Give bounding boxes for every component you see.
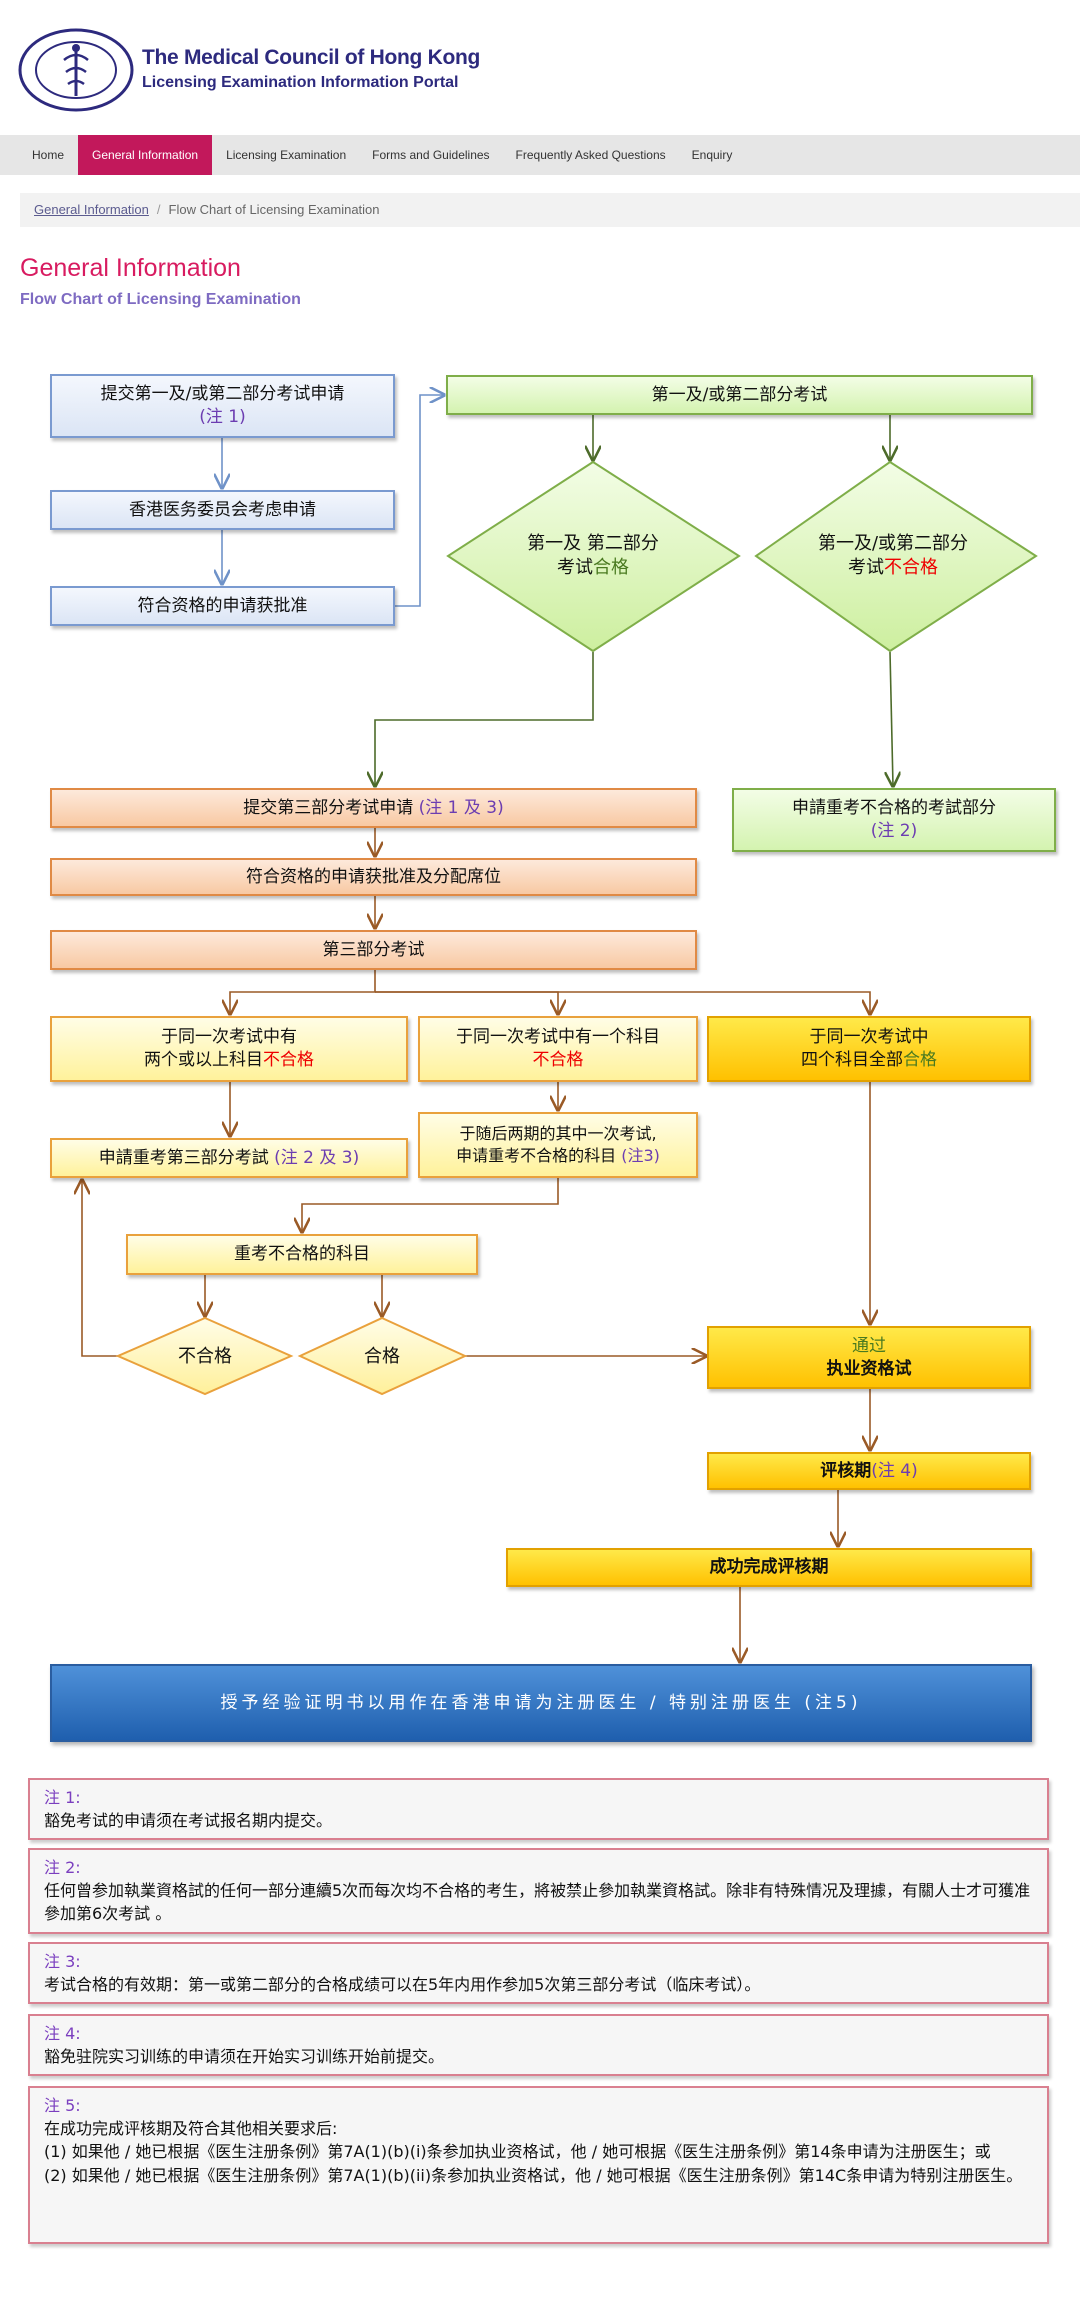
note-5-list: (1) 如果他 / 她已根据《医生注册条例》第7A(1)(b)(i)条参加执业资…	[44, 2140, 1033, 2186]
reapply-failed-part-note: (注 2)	[870, 821, 918, 841]
reapply-part3-note: (注 2 及 3)	[274, 1147, 360, 1168]
brand-subtitle[interactable]: Licensing Examination Information Portal	[142, 74, 459, 91]
breadcrumb-current: Flow Chart of Licensing Examination	[168, 202, 380, 217]
page-title: General Information	[20, 254, 241, 282]
note-1: 注 1: 豁免考试的申请须在考试报名期内提交。	[28, 1778, 1049, 1840]
pass-retake-label: 合格	[364, 1345, 400, 1367]
note-5-heading: 注 5:	[44, 2096, 81, 2115]
apply-part12-label: 提交第一及/或第二部分考试申请	[100, 384, 345, 405]
fail-p12-label: 第一及/或第二部分考试不合格	[817, 532, 969, 578]
breadcrumb: General Information / Flow Chart of Licens…	[20, 193, 1080, 227]
note-2-heading: 注 2:	[44, 1858, 81, 1877]
page-subtitle: Flow Chart of Licensing Examination	[20, 291, 301, 308]
breadcrumb-link-general-information[interactable]: General Information	[34, 202, 149, 217]
note-3: 注 3: 考试合格的有效期：第一或第二部分的合格成绩可以在5年内用作参加5次第三…	[28, 1942, 1049, 2004]
note-5-item-1: (1) 如果他 / 她已根据《医生注册条例》第7A(1)(b)(i)条参加执业资…	[44, 2142, 991, 2162]
nav-faq[interactable]: Frequently Asked Questions	[515, 148, 666, 162]
application-approved-label: 符合资格的申请获批准	[137, 595, 308, 616]
exam-part12-label: 第一及/或第二部分考试	[651, 384, 828, 405]
exam-part3-box: 第三部分考试	[50, 930, 697, 970]
note-5-body: 在成功完成评核期及符合其他相关要求后:	[44, 2119, 338, 2139]
assessment-period-label: 评核期	[820, 1460, 872, 1481]
reapply-part3-box: 申請重考第三部分考試 (注 2 及 3)	[50, 1138, 408, 1178]
medical-council-logo[interactable]	[18, 28, 138, 112]
complete-assessment-label: 成功完成评核期	[709, 1557, 829, 1578]
apply-part12-box: 提交第一及/或第二部分考试申请(注 1)	[50, 374, 395, 438]
note-2-body: 任何曾参加執業資格試的任何一部分連續5次而每次均不合格的考生，將被禁止參加執業資…	[44, 1881, 1031, 1924]
apply-part3-note: (注 1 及 3)	[418, 797, 504, 818]
fail-retake-diamond	[115, 1316, 294, 1396]
connector-blue	[222, 395, 444, 607]
pass-p12-label: 第一及 第二部分考试合格	[527, 532, 659, 578]
nav-home[interactable]: Home	[32, 148, 65, 162]
council-consider-label: 香港医务委员会考虑申请	[129, 499, 316, 520]
passed-licensing-box: 通过执业资格试	[707, 1326, 1031, 1389]
retake-subjects-box: 重考不合格的科目	[126, 1234, 478, 1275]
note-2: 注 2: 任何曾参加執業資格試的任何一部分連續5次而每次均不合格的考生，將被禁止…	[28, 1848, 1049, 1934]
breadcrumb-separator: /	[156, 202, 161, 217]
assessment-period-box: 评核期(注 4)	[707, 1452, 1031, 1490]
main-nav: Home General Information Licensing Exami…	[0, 135, 1080, 175]
note-5-item-2: (2) 如果他 / 她已根据《医生注册条例》第7A(1)(b)(ii)条参加执业…	[44, 2165, 1023, 2185]
nav-forms-guidelines[interactable]: Forms and Guidelines	[372, 148, 490, 162]
brand-title[interactable]: The Medical Council of Hong Kong	[142, 46, 481, 69]
pass-p12-diamond	[446, 460, 741, 653]
note-4-heading: 注 4:	[44, 2024, 81, 2043]
passed-label: 通过	[852, 1335, 886, 1356]
note-4-body: 豁免驻院实习训练的申请须在开始实习训练开始前提交。	[44, 2047, 445, 2067]
note-3-body: 考试合格的有效期：第一或第二部分的合格成绩可以在5年内用作参加5次第三部分考试（…	[44, 1975, 761, 1995]
note-3-heading: 注 3:	[44, 1952, 81, 1971]
nav-general-information[interactable]: General Information	[78, 135, 213, 175]
all-four-pass-box: 于同一次考试中四个科目全部合格	[707, 1016, 1031, 1082]
site-header: The Medical Council of Hong Kong Licensi…	[0, 0, 1080, 135]
note-1-body: 豁免考试的申请须在考试报名期内提交。	[44, 1811, 333, 1831]
one-fail-box: 于同一次考试中有一个科目不合格	[418, 1016, 698, 1082]
fail-p12-diamond	[754, 460, 1038, 653]
fail-retake-label: 不合格	[178, 1345, 232, 1367]
council-consider-box: 香港医务委员会考虑申请	[50, 490, 395, 530]
nav-enquiry[interactable]: Enquiry	[691, 148, 733, 162]
certificate-label: 授予经验证明书以用作在香港申请为注册医生 / 特别注册医生 (注5)	[220, 1692, 862, 1713]
note-1-heading: 注 1:	[44, 1788, 81, 1807]
retake-subjects-label: 重考不合格的科目	[234, 1244, 370, 1265]
approved-seat-box: 符合资格的申请获批准及分配席位	[50, 858, 697, 896]
note-4: 注 4: 豁免驻院实习训练的申请须在开始实习训练开始前提交。	[28, 2014, 1049, 2076]
connector-green	[375, 415, 893, 786]
certificate-box: 授予经验证明书以用作在香港申请为注册医生 / 特别注册医生 (注5)	[50, 1664, 1032, 1742]
nav-licensing-examination[interactable]: Licensing Examination	[226, 148, 347, 162]
complete-assessment-box: 成功完成评核期	[506, 1548, 1032, 1587]
licensing-exam-label: 执业资格试	[826, 1358, 912, 1379]
retake-next-box: 于随后两期的其中一次考试,申请重考不合格的科目 (注3)	[418, 1112, 698, 1178]
apply-part3-label: 提交第三部分考试申请	[243, 797, 419, 818]
exam-part3-label: 第三部分考试	[322, 939, 425, 960]
reapply-failed-part-box: 申請重考不合格的考試部分(注 2)	[732, 788, 1056, 852]
assessment-period-note: (注 4)	[871, 1460, 918, 1481]
note-5: 注 5: 在成功完成评核期及符合其他相关要求后: (1) 如果他 / 她已根据《…	[28, 2086, 1049, 2244]
two-or-more-fail-box: 于同一次考试中有两个或以上科目不合格	[50, 1016, 408, 1082]
reapply-part3-label: 申請重考第三部分考試	[98, 1147, 275, 1168]
exam-part12-box: 第一及/或第二部分考试	[446, 375, 1033, 415]
reapply-failed-part-label: 申請重考不合格的考試部分	[792, 798, 996, 819]
apply-part12-note: (注 1)	[199, 407, 246, 427]
approved-seat-label: 符合资格的申请获批准及分配席位	[246, 866, 501, 887]
application-approved-box: 符合资格的申请获批准	[50, 586, 395, 626]
pass-retake-diamond	[297, 1316, 468, 1396]
apply-part3-box: 提交第三部分考试申请 (注 1 及 3)	[50, 788, 697, 828]
connector-orange	[82, 828, 870, 1662]
